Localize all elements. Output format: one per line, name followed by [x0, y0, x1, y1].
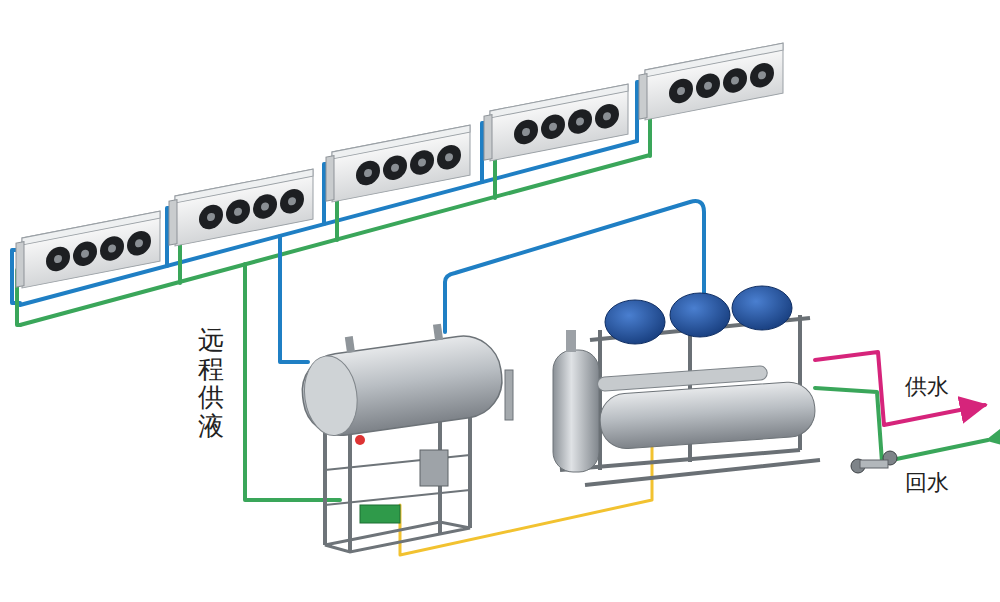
- pipe-label: 供水: [905, 372, 949, 402]
- water-pumps: [851, 451, 897, 473]
- receiver-vessel: [295, 316, 513, 552]
- air-coolers: [16, 43, 783, 289]
- pipework: [12, 82, 988, 555]
- compressor-unit: [553, 286, 820, 485]
- pipe-label: 回水: [905, 468, 949, 498]
- pipe-label: 远程供液: [198, 326, 224, 440]
